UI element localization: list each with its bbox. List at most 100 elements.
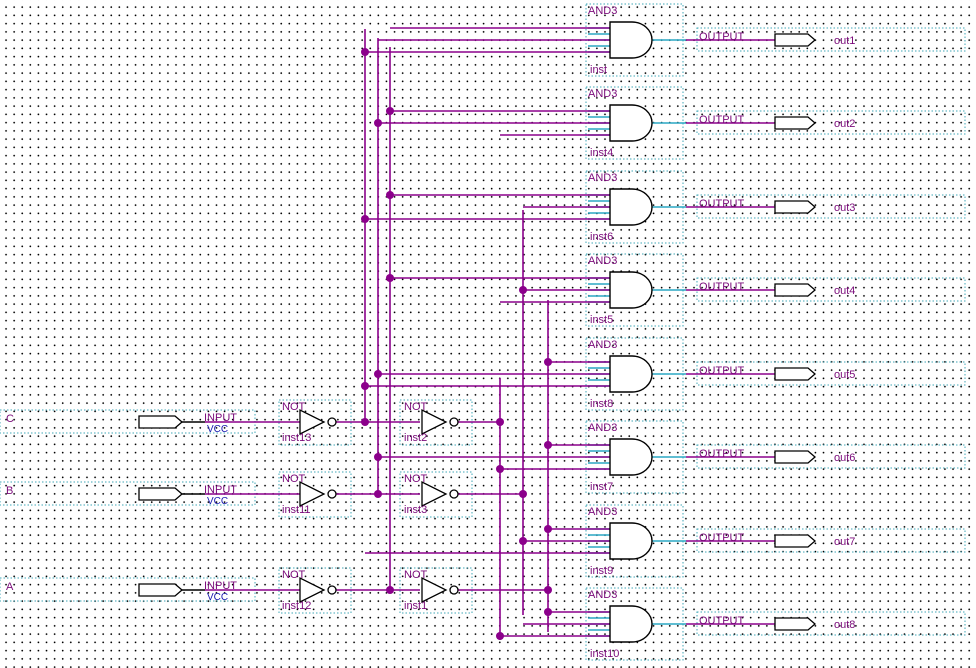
junction-dot bbox=[374, 453, 382, 461]
junction-dot bbox=[519, 490, 527, 498]
not-type-label: NOT bbox=[404, 569, 428, 581]
junction-dot bbox=[386, 107, 394, 115]
junction-dot bbox=[361, 48, 369, 56]
input-default-label: VCC bbox=[207, 592, 228, 603]
output-port-symbol bbox=[774, 116, 816, 130]
input-type-label: INPUT bbox=[204, 412, 237, 424]
output-name-out8: out8 bbox=[834, 619, 855, 631]
junction-dot bbox=[386, 586, 394, 594]
not-bubble bbox=[327, 417, 337, 427]
and-inst-label: inst bbox=[590, 64, 607, 76]
junction-dot bbox=[544, 441, 552, 449]
junction-dot bbox=[361, 382, 369, 390]
output-type-label: OUTPUT bbox=[699, 532, 745, 544]
output-port-symbol bbox=[774, 283, 816, 297]
and-gate-body bbox=[609, 438, 653, 476]
symbols bbox=[138, 21, 816, 643]
and-type-label: AND3 bbox=[588, 88, 617, 100]
not-triangle bbox=[299, 480, 326, 508]
output-name-out5: out5 bbox=[834, 369, 855, 381]
output-type-label: OUTPUT bbox=[699, 31, 745, 43]
input-name-A: A bbox=[6, 581, 14, 593]
and-inst-label: inst7 bbox=[590, 481, 613, 493]
not-triangle bbox=[299, 408, 326, 436]
and-gate-body bbox=[609, 355, 653, 393]
and-inst-label: inst6 bbox=[590, 231, 613, 243]
junction-dot bbox=[544, 608, 552, 616]
not-triangle bbox=[421, 480, 448, 508]
output-type-label: OUTPUT bbox=[699, 114, 745, 126]
not-inst-label: inst13 bbox=[282, 432, 311, 444]
and-type-label: AND3 bbox=[588, 422, 617, 434]
junction-dot bbox=[374, 490, 382, 498]
output-name-out4: out4 bbox=[834, 285, 855, 297]
output-type-label: OUTPUT bbox=[699, 448, 745, 460]
and-inst-label: inst9 bbox=[590, 565, 613, 577]
and-type-label: AND3 bbox=[588, 589, 617, 601]
not-triangle bbox=[421, 408, 448, 436]
input-name-C: C bbox=[6, 413, 14, 425]
output-name-out7: out7 bbox=[834, 536, 855, 548]
junction-dot bbox=[361, 215, 369, 223]
not-bubble bbox=[449, 417, 459, 427]
junction-dot bbox=[544, 358, 552, 366]
and-gate-body bbox=[609, 188, 653, 226]
input-port-symbol bbox=[138, 583, 183, 597]
output-port-symbol bbox=[774, 200, 816, 214]
junction-dot bbox=[361, 418, 369, 426]
and-gate-body bbox=[609, 522, 653, 560]
and-inst-label: inst8 bbox=[590, 398, 613, 410]
output-type-label: OUTPUT bbox=[699, 281, 745, 293]
and-type-label: AND3 bbox=[588, 339, 617, 351]
junction-dot bbox=[496, 418, 504, 426]
not-inst-label: inst11 bbox=[282, 504, 311, 516]
junction-dot bbox=[544, 525, 552, 533]
output-type-label: OUTPUT bbox=[699, 198, 745, 210]
not-inst-label: inst1 bbox=[404, 600, 427, 612]
output-name-out2: out2 bbox=[834, 118, 855, 130]
junction-dot bbox=[544, 586, 552, 594]
junction-dot bbox=[519, 286, 527, 294]
not-bubble bbox=[327, 585, 337, 595]
output-type-label: OUTPUT bbox=[699, 365, 745, 377]
not-type-label: NOT bbox=[404, 401, 428, 413]
and-type-label: AND3 bbox=[588, 172, 617, 184]
junction-dot bbox=[386, 274, 394, 282]
not-triangle bbox=[421, 576, 448, 604]
and-type-label: AND3 bbox=[588, 5, 617, 17]
not-bubble bbox=[449, 585, 459, 595]
input-default-label: VCC bbox=[207, 496, 228, 507]
input-port-symbol bbox=[138, 487, 183, 501]
not-inst-label: inst3 bbox=[404, 504, 427, 516]
output-name-out1: out1 bbox=[834, 35, 855, 47]
junction-dot bbox=[496, 465, 504, 473]
junctions bbox=[361, 48, 552, 640]
input-type-label: INPUT bbox=[204, 484, 237, 496]
symbol-boxes bbox=[0, 3, 966, 661]
not-bubble bbox=[449, 489, 459, 499]
not-triangle bbox=[299, 576, 326, 604]
input-port-symbol bbox=[138, 415, 183, 429]
and-inst-label: inst5 bbox=[590, 314, 613, 326]
output-name-out6: out6 bbox=[834, 452, 855, 464]
not-type-label: NOT bbox=[282, 473, 306, 485]
and-inst-label: inst10 bbox=[590, 648, 619, 660]
not-inst-label: inst12 bbox=[282, 600, 311, 612]
not-type-label: NOT bbox=[282, 569, 306, 581]
and-inst-label: inst4 bbox=[590, 147, 613, 159]
not-bubble bbox=[327, 489, 337, 499]
junction-dot bbox=[374, 119, 382, 127]
output-port-symbol bbox=[774, 617, 816, 631]
not-inst-label: inst2 bbox=[404, 432, 427, 444]
and-gate-body bbox=[609, 271, 653, 309]
output-port-symbol bbox=[774, 450, 816, 464]
junction-dot bbox=[374, 370, 382, 378]
and-gate-body bbox=[609, 104, 653, 142]
wires bbox=[182, 27, 775, 640]
not-type-label: NOT bbox=[282, 401, 306, 413]
junction-dot bbox=[519, 537, 527, 545]
and-type-label: AND3 bbox=[588, 255, 617, 267]
not-type-label: NOT bbox=[404, 473, 428, 485]
